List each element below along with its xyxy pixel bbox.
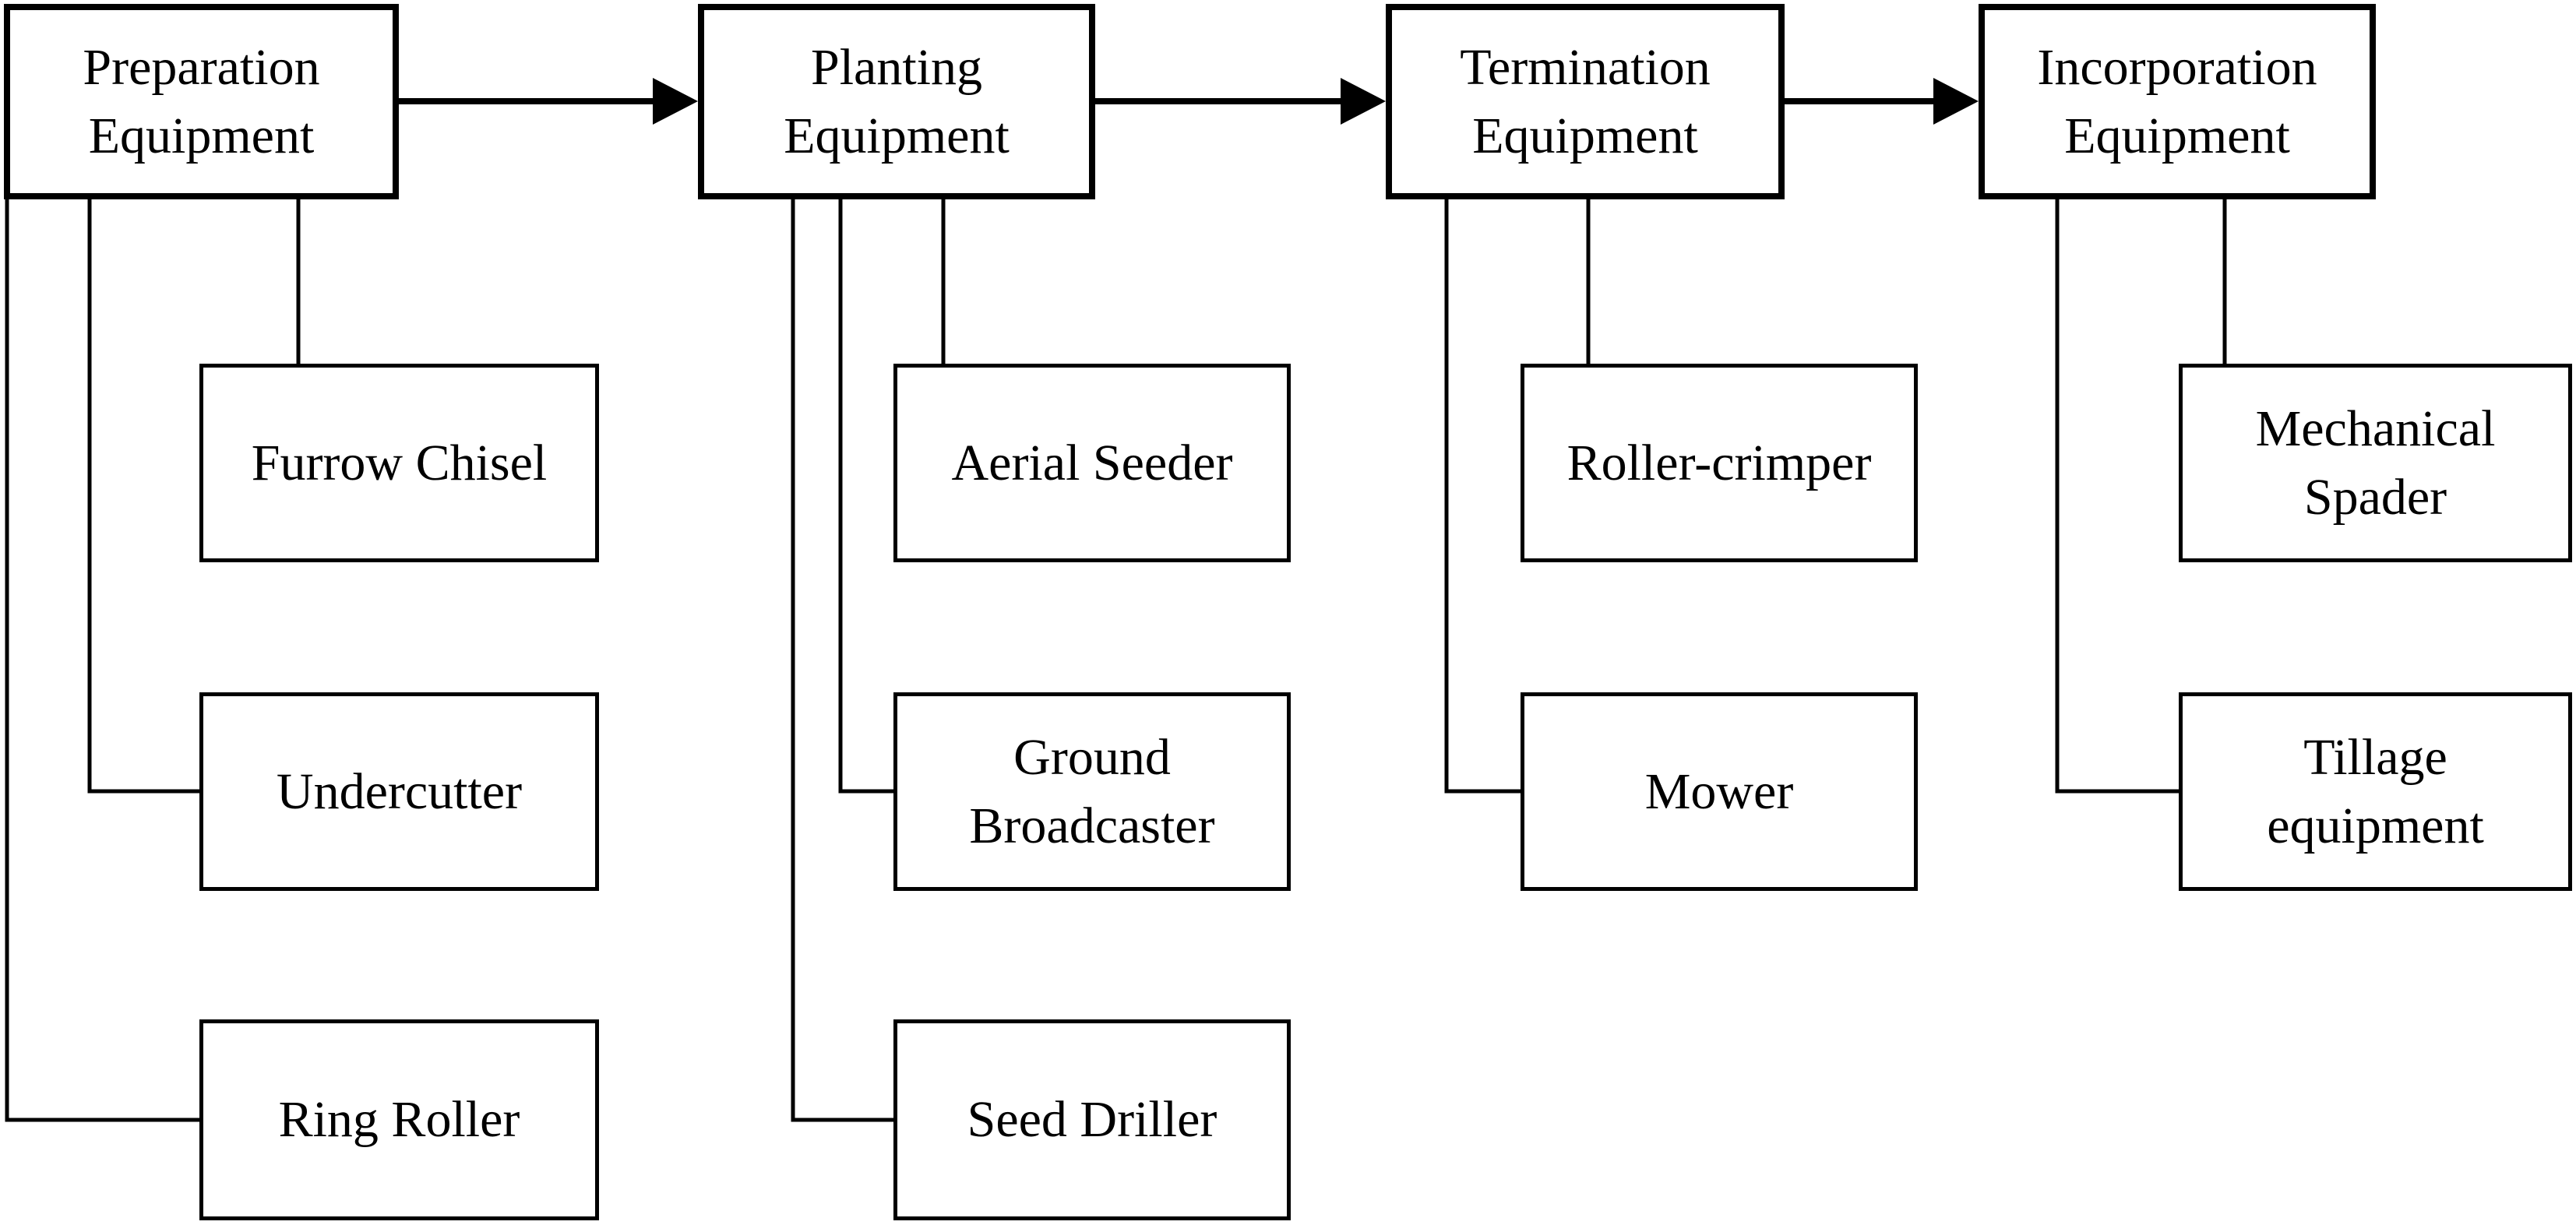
node-undercutter: Undercutter bbox=[199, 692, 599, 891]
connector-termination-mower bbox=[1444, 199, 1521, 794]
arrow-right-icon bbox=[1933, 78, 1979, 125]
node-ground-broadcaster: Ground Broadcaster bbox=[893, 692, 1291, 891]
node-preparation-equipment: Preparation Equipment bbox=[4, 4, 399, 199]
node-termination-equipment: Termination Equipment bbox=[1386, 4, 1785, 199]
node-incorporation-equipment: Incorporation Equipment bbox=[1979, 4, 2376, 199]
node-ring-roller: Ring Roller bbox=[199, 1019, 599, 1220]
connector-incorporation-tillage-equipment bbox=[2055, 199, 2179, 794]
node-planting-equipment: Planting Equipment bbox=[698, 4, 1095, 199]
node-label: Undercutter bbox=[276, 762, 523, 820]
node-label: Ring Roller bbox=[278, 1091, 520, 1149]
node-label: Seed Driller bbox=[967, 1091, 1218, 1149]
arrow-preparation-to-planting bbox=[399, 78, 698, 125]
node-seed-driller: Seed Driller bbox=[893, 1019, 1291, 1220]
node-furrow-chisel: Furrow Chisel bbox=[199, 364, 599, 562]
node-mower: Mower bbox=[1521, 692, 1918, 891]
node-label: Roller-crimper bbox=[1566, 434, 1872, 491]
arrow-termination-to-incorporation bbox=[1785, 78, 1979, 125]
connector-planting-seed-driller bbox=[791, 199, 893, 1122]
node-label: Incorporation Equipment bbox=[2037, 39, 2317, 164]
node-label: Mechanical Spader bbox=[2255, 400, 2496, 526]
arrow-planting-to-termination bbox=[1095, 78, 1386, 125]
node-roller-crimper: Roller-crimper bbox=[1521, 364, 1918, 562]
node-label: Tillage equipment bbox=[2267, 729, 2484, 854]
node-label: Preparation Equipment bbox=[83, 39, 320, 164]
node-tillage-equipment: Tillage equipment bbox=[2179, 692, 2572, 891]
connector-preparation-ring-roller bbox=[5, 199, 199, 1122]
arrow-right-icon bbox=[1341, 78, 1386, 125]
node-label: Mower bbox=[1644, 762, 1794, 820]
node-label: Furrow Chisel bbox=[251, 434, 548, 491]
arrow-right-icon bbox=[653, 78, 698, 125]
node-label: Planting Equipment bbox=[784, 39, 1010, 164]
node-label: Aerial Seeder bbox=[951, 434, 1233, 491]
connector-planting-ground-broadcaster bbox=[838, 199, 893, 794]
node-aerial-seeder: Aerial Seeder bbox=[893, 364, 1291, 562]
node-mechanical-spader: Mechanical Spader bbox=[2179, 364, 2572, 562]
connector-preparation-undercutter bbox=[87, 199, 199, 794]
node-label: Termination Equipment bbox=[1460, 39, 1711, 164]
node-label: Ground Broadcaster bbox=[969, 729, 1215, 854]
